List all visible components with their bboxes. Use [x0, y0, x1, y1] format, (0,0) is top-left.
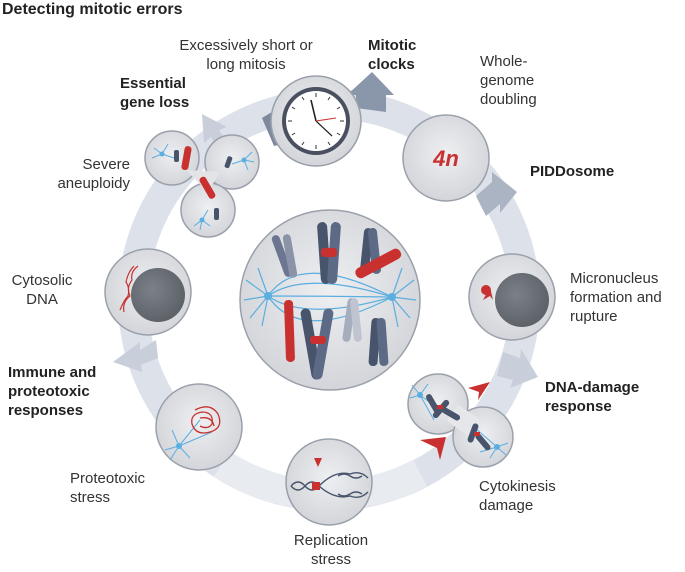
label-replication-stress: Replication stress [293, 532, 369, 568]
label-immune-responses: Immune and proteotoxic responses [8, 364, 97, 419]
clock-icon [282, 87, 350, 155]
arrow-piddosome [476, 172, 517, 216]
proteotoxic-cell [155, 383, 243, 471]
label-micronucleus: Micronucleus formation and rupture [570, 270, 662, 325]
chromosome-icon [271, 222, 402, 380]
spindle-icon [243, 267, 417, 328]
label-severe-aneuploidy: Severe aneuploidy [57, 156, 130, 192]
clock-cell [270, 75, 362, 167]
arrow-dna-damage [497, 349, 538, 388]
break-arrow-icon [420, 382, 490, 460]
label-proteotoxic-stress: Proteotoxic stress [70, 470, 146, 506]
micronucleus-cell [468, 253, 556, 341]
label-whole-genome-doubling: Whole- genome doubling [480, 53, 537, 108]
wgd-cell: 4n [402, 114, 490, 202]
label-excessive-mitosis: Excessively short or long mitosis [179, 37, 313, 73]
figure-title: Detecting mitotic errors [2, 1, 183, 18]
label-mitotic-clocks: Mitotic clocks [368, 37, 417, 73]
replication-cell [285, 438, 373, 526]
cytokinesis-cell [407, 373, 514, 468]
label-cytosolic-dna: Cytosolic DNA [11, 272, 73, 308]
label-dna-damage-response: DNA-damage response [545, 379, 640, 415]
cytosolic-dna-cell [104, 248, 192, 336]
ploidy-label: 4n [432, 146, 459, 171]
label-piddosome: PIDDosome [530, 163, 615, 180]
arrow-mitotic-clocks [347, 72, 394, 112]
label-cytokinesis-damage: Cytokinesis damage [479, 478, 556, 514]
central-cell [239, 209, 421, 391]
arrow-immune [113, 340, 158, 372]
aneuploidy-cell [144, 130, 260, 238]
label-essential-gene-loss: Essential gene loss [120, 75, 190, 111]
